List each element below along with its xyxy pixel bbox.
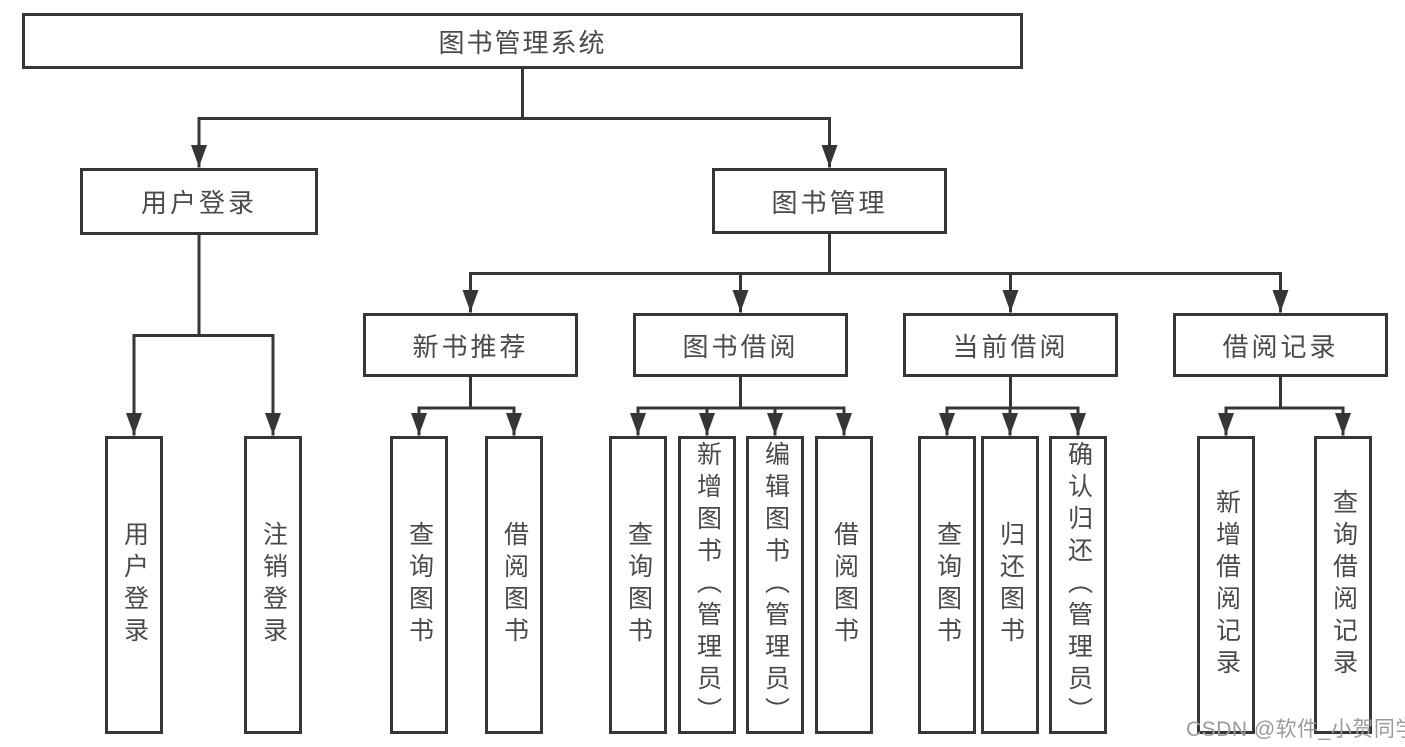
connector-group [126,67,1351,436]
connector [945,375,1080,410]
node-book-borrow: 图书借阅 [633,313,848,377]
connector [1224,375,1345,410]
node-label: 图书借阅 [682,331,799,362]
leaf-return-book: 归还图书 [981,436,1039,734]
leaf-label: 新增借阅记录 [1212,489,1241,681]
leaf-add-borrow-record: 新增借阅记录 [1197,436,1255,734]
node-new-book-recommend: 新书推荐 [363,313,578,377]
node-label: 图书管理 [771,187,888,218]
node-label: 图书管理系统 [438,27,607,58]
connector [132,233,275,337]
node-root-system: 图书管理系统 [22,13,1023,69]
connector [469,232,1282,275]
csdn-watermark: CSDN @软件_小贺同学 [1186,718,1405,741]
leaf-label: 编辑图书（管理员） [761,441,790,729]
leaf-query-book-1: 查询图书 [390,436,448,734]
leaf-add-book-admin: 新增图书（管理员） [678,436,736,734]
leaf-label: 查询图书 [405,521,434,649]
leaf-user-login: 用户登录 [105,436,163,734]
leaf-label: 查询图书 [624,521,653,649]
connector [636,375,846,410]
node-current-borrow: 当前借阅 [903,313,1118,377]
leaf-label: 借阅图书 [830,521,859,649]
leaf-label: 归还图书 [996,521,1025,649]
connector [197,67,831,120]
node-label: 新书推荐 [412,331,529,362]
leaf-label: 查询图书 [933,521,962,649]
leaf-label: 确认归还（管理员） [1064,441,1093,729]
leaf-label: 借阅图书 [500,521,529,649]
node-book-management: 图书管理 [712,168,947,234]
leaf-borrow-book-1: 借阅图书 [485,436,543,734]
connector [417,375,516,410]
leaf-query-book-2: 查询图书 [609,436,667,734]
node-label: 借阅记录 [1222,331,1339,362]
leaf-label: 查询借阅记录 [1329,489,1358,681]
leaf-label: 用户登录 [120,521,149,649]
node-user-login: 用户登录 [80,168,318,235]
node-borrow-record: 借阅记录 [1173,313,1388,377]
leaf-logout: 注销登录 [244,436,302,734]
leaf-label: 注销登录 [259,521,288,649]
leaf-query-borrow-record: 查询借阅记录 [1314,436,1372,734]
leaf-label: 新增图书（管理员） [693,441,722,729]
node-label: 用户登录 [140,188,257,218]
leaf-query-book-3: 查询图书 [918,436,976,734]
leaf-confirm-return-admin: 确认归还（管理员） [1049,436,1107,734]
leaf-edit-book-admin: 编辑图书（管理员） [746,436,804,734]
leaf-borrow-book-2: 借阅图书 [815,436,873,734]
node-label: 当前借阅 [952,331,1069,362]
